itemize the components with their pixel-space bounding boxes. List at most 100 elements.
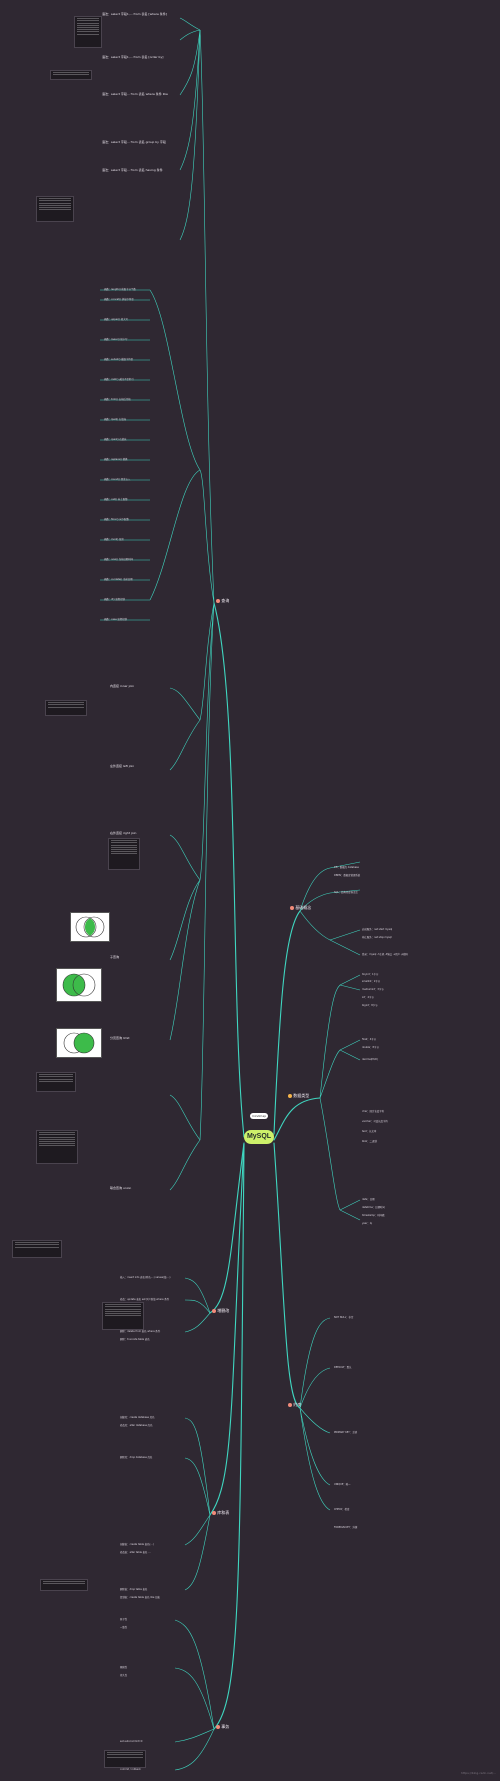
connector-query <box>213 602 245 1138</box>
tcl-item: commit / rollback <box>120 1768 141 1771</box>
query-item: 语法：select 字段... from 表名 where 条件 like <box>102 92 168 96</box>
branch-concepts[interactable]: 基础概念 <box>290 905 311 910</box>
code-snippet-image <box>102 1302 144 1330</box>
constraint-item: PRIMARY KEY：主键 <box>334 1431 357 1434</box>
branch-ddl[interactable]: 库和表 <box>212 1510 229 1515</box>
function-item: 函数：substr() 截取字符串 <box>104 358 134 361</box>
function-item: 函数：lower() 转小写 <box>104 338 128 341</box>
constraints-marker-icon <box>288 1403 292 1407</box>
ddl-marker-icon <box>212 1511 216 1515</box>
connector-dml <box>209 1142 245 1314</box>
datatype-item: datetime：日期时间 <box>362 1206 385 1209</box>
branch-datatypes[interactable]: 数据类型 <box>288 1093 309 1098</box>
function-item: 函数：case 流程控制 <box>104 618 127 621</box>
left-join-venn-image <box>56 968 102 1002</box>
dml-item: 修改：update 表名 set 列=新值 where 条件 <box>120 1298 170 1301</box>
dml-item: 删除：delete from 表名 where 条件 <box>120 1330 161 1333</box>
ddl-item: 创建表：create table 表名(...) <box>120 1543 154 1546</box>
query-item: 右外连接 right join <box>110 831 137 835</box>
function-item: 函数：ceil() 向上取整 <box>104 498 128 501</box>
datatype-item: bigint：8字节 <box>362 1004 378 1007</box>
query-item: 联合查询 union <box>110 1186 132 1190</box>
branch-dml[interactable]: 增删改 <box>212 1308 229 1313</box>
function-item: 函数：instr() 返回子串索引 <box>104 378 134 381</box>
datatype-item: year：年 <box>362 1222 373 1225</box>
watermark: https://blog.csdn.net/... <box>461 1771 496 1775</box>
ddl-item: 复制表：create table 表名 like 旧表 <box>120 1596 160 1599</box>
tcl-item: 隔离性 <box>120 1666 128 1669</box>
datatype-item: tinyint：1字节 <box>362 973 379 976</box>
connector-ddl <box>209 1143 245 1516</box>
query-item: 语法：select 字段... from 表名 group by 字段 <box>102 140 166 144</box>
datatype-item: varchar：可变长度字符 <box>362 1120 388 1123</box>
datatype-item: decimal(M,D) <box>362 1058 378 1061</box>
concept-item: SQL：结构化查询语言 <box>334 891 358 894</box>
function-item: 函数：replace() 替换 <box>104 458 128 461</box>
datatype-item: double：8字节 <box>362 1046 379 1049</box>
code-snippet-image <box>36 1072 76 1092</box>
ddl-item: 删除表：drop table 表名 <box>120 1588 148 1591</box>
connector-tcl <box>213 1143 245 1730</box>
root-node[interactable]: MySQL <box>244 1130 274 1144</box>
concept-item: 登录：mysql -h主机 -P端口 -u用户 -p密码 <box>362 953 408 956</box>
function-item: 函数：mod() 取余 <box>104 538 124 541</box>
function-item: 函数：concat() 拼接字符串 <box>104 298 134 301</box>
connector-constraints <box>273 1142 301 1409</box>
function-item: 函数：trim() 去前后空格 <box>104 398 131 401</box>
datatype-item: timestamp：时间戳 <box>362 1214 385 1217</box>
ddl-item: 创建库：create database 库名 <box>120 1416 155 1419</box>
tcl-item: 持久性 <box>120 1674 128 1677</box>
query-item: 语法：select 字段1,... from 表名 [where 条件] <box>102 12 167 16</box>
code-snippet-image <box>104 1750 146 1768</box>
query-item: 语法：select 字段... from 表名 having 条件 <box>102 168 163 172</box>
code-snippet-image <box>108 838 140 870</box>
query-item: 子查询 <box>110 955 120 959</box>
code-snippet-image <box>45 700 87 716</box>
function-item: 函数：lpad() 左填充 <box>104 418 127 421</box>
concept-item: 启动服务：net start mysql <box>362 928 393 931</box>
dml-item: 删除：truncate table 表名 <box>120 1338 150 1341</box>
query-item: 左外连接 left join <box>110 764 135 768</box>
function-item: 函数：round() 四舍五入 <box>104 478 131 481</box>
concept-item: DB：数据库 database <box>334 866 359 869</box>
code-snippet-image <box>74 16 102 48</box>
right-join-venn-image <box>56 1028 102 1058</box>
constraint-item: FOREIGN KEY：外键 <box>334 1526 358 1529</box>
code-snippet-image <box>36 1130 78 1164</box>
constraint-item: NOT NULL：非空 <box>334 1316 354 1319</box>
connector-datatypes <box>273 1097 321 1141</box>
concept-item: DBMS：数据库管理系统 <box>334 874 361 877</box>
function-item: 函数：rpad() 右填充 <box>104 438 127 441</box>
function-item: 函数：upper() 转大写 <box>104 318 128 321</box>
inner-join-venn-image <box>70 912 110 942</box>
ddl-item: 修改库：alter database 库名 <box>120 1424 153 1427</box>
branch-tcl[interactable]: 事务 <box>216 1724 229 1729</box>
tcl-item: 一致性 <box>120 1626 128 1629</box>
dml-marker-icon <box>212 1309 216 1313</box>
code-snippet-image <box>50 70 92 80</box>
ddl-item: 删除库：drop database 库名 <box>120 1456 153 1459</box>
datatype-item: int：4字节 <box>362 996 374 999</box>
function-item: 函数：length() 获取字节个数 <box>104 288 136 291</box>
function-item: 函数：now() 当前日期时间 <box>104 558 134 561</box>
datatypes-marker-icon <box>288 1094 292 1098</box>
code-snippet-image <box>36 196 74 222</box>
tcl-item: 原子性 <box>120 1618 128 1621</box>
concept-item: 停止服务：net stop mysql <box>362 936 392 939</box>
constraint-item: CHECK：检查 <box>334 1508 350 1511</box>
branch-query[interactable]: 查询 <box>216 598 229 603</box>
query-marker-icon <box>216 599 220 603</box>
query-item: 语法：select 字段1,... from 表名 [order by] <box>102 55 164 59</box>
constraint-item: DEFAULT：默认 <box>334 1366 352 1369</box>
function-item: 函数：if() 流程控制 <box>104 598 125 601</box>
datatype-item: text：长文本 <box>362 1130 377 1133</box>
concepts-marker-icon <box>290 906 294 910</box>
code-snippet-image <box>12 1240 62 1258</box>
datatype-item: mediumint：3字节 <box>362 988 384 991</box>
query-item: 内连接 inner join <box>110 684 135 688</box>
tcl-item: set autocommit=0 <box>120 1740 143 1743</box>
branch-constraints[interactable]: 约束 <box>288 1402 301 1407</box>
tcl-marker-icon <box>216 1725 220 1729</box>
datatype-item: char：固定长度字符 <box>362 1110 385 1113</box>
